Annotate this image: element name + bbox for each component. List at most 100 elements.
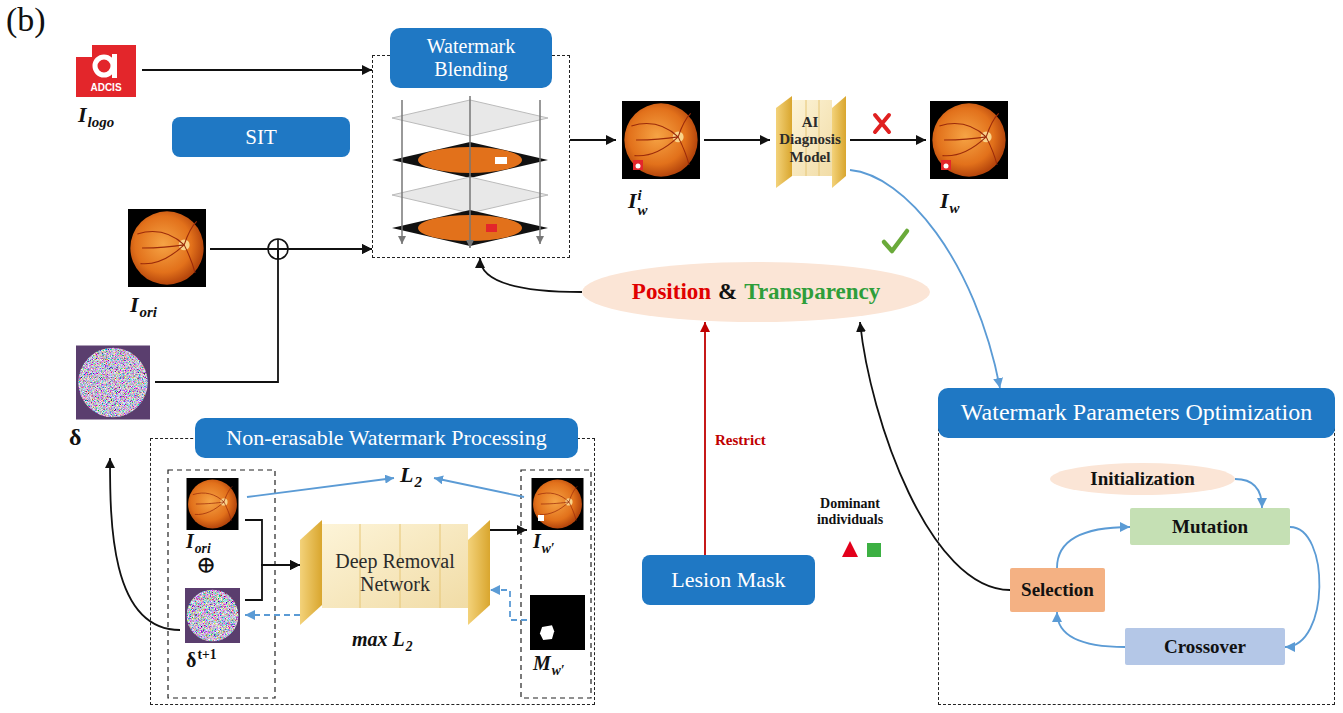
mask-picture xyxy=(530,595,585,650)
watermark-logo xyxy=(486,224,497,232)
image-symbol: Iori xyxy=(130,292,157,322)
superscript: i xyxy=(638,188,648,203)
output-image: Iw′ xyxy=(527,475,589,555)
connector xyxy=(155,249,372,382)
connector xyxy=(490,590,527,620)
connector xyxy=(850,139,926,141)
connector xyxy=(1235,479,1262,508)
panel-title: Watermark Blending xyxy=(398,35,544,81)
lesion-mask-box: Lesion Mask xyxy=(642,555,815,605)
connector xyxy=(110,458,180,630)
connector xyxy=(570,139,616,141)
blending-panel: Watermark Blending xyxy=(372,28,570,258)
noise-image: δ xyxy=(65,342,155,458)
network-plate xyxy=(322,524,468,608)
image-symbol: δ xyxy=(69,424,81,452)
image-symbol: Iiw xyxy=(628,188,648,218)
subscript: w xyxy=(638,203,648,218)
panel-header: Watermark Parameters Optimization xyxy=(938,388,1335,438)
ellipse-text: & xyxy=(718,279,737,305)
subscript: w xyxy=(950,200,960,216)
connector xyxy=(490,529,527,531)
panel-title: Non-erasable Watermark Processing xyxy=(226,425,546,450)
connector xyxy=(1285,527,1319,647)
math-symbol: I xyxy=(628,188,637,213)
loss-label: L2 xyxy=(400,462,422,492)
panel-title: Watermark Parameters Optimization xyxy=(961,399,1312,427)
ellipse-text: Position xyxy=(632,279,711,305)
subscript: 2 xyxy=(406,639,413,654)
image-symbol: Mw′ xyxy=(533,652,565,679)
connector xyxy=(480,258,582,292)
reject-cross xyxy=(875,115,889,132)
box-text: SIT xyxy=(245,125,277,150)
connector xyxy=(704,322,706,555)
connector xyxy=(245,520,300,565)
math-symbol: L xyxy=(400,462,413,487)
subscript: ori xyxy=(140,304,157,320)
subscript: w′ xyxy=(552,663,565,678)
connector xyxy=(245,614,300,616)
math-symbol: I xyxy=(130,292,139,317)
math-symbol: δ xyxy=(186,649,196,671)
output-column xyxy=(521,470,591,698)
math-symbol: ⊕ xyxy=(196,552,216,578)
connector xyxy=(1057,527,1130,568)
fundus-image: Iori xyxy=(180,475,245,555)
subscript: w′ xyxy=(542,541,555,556)
math-symbol: I xyxy=(533,530,541,552)
dominant-label: Dominant individuals xyxy=(808,496,892,528)
dominant-triangle xyxy=(842,541,858,557)
edge-label: Restrict xyxy=(713,432,768,449)
logo-ground xyxy=(76,45,136,97)
loss-objective: max L2 xyxy=(352,628,413,655)
watermark-logo xyxy=(941,160,951,170)
loss-arrow xyxy=(434,478,524,497)
blending-layers xyxy=(392,96,548,248)
fundus-picture xyxy=(128,209,206,287)
subscript: logo xyxy=(88,114,115,130)
script-stack: iw xyxy=(638,188,648,218)
fundus-picture xyxy=(930,101,1008,179)
connector xyxy=(1057,612,1125,647)
math-symbol: (b) xyxy=(6,1,46,38)
xor-symbol: ⊕ xyxy=(196,552,216,580)
fundus-picture xyxy=(622,101,700,179)
logo-letter-stem xyxy=(112,54,117,78)
optimization-panel: Watermark Parameters OptimizationInitial… xyxy=(938,388,1335,705)
watermark-patch xyxy=(495,157,507,164)
math-symbol: I xyxy=(186,530,194,552)
box-text: Lesion Mask xyxy=(671,567,785,593)
image-symbol: Ilogo xyxy=(78,102,114,132)
image-symbol: Iw xyxy=(940,188,960,218)
watermark-logo-mark xyxy=(636,164,641,169)
processing-panel: Non-erasable Watermark ProcessingIori δt+… xyxy=(150,418,595,705)
panel-header: Watermark Blending xyxy=(390,28,552,88)
connector xyxy=(142,69,372,71)
loss-arrow xyxy=(247,478,394,497)
connector xyxy=(860,322,1010,590)
math-symbol: I xyxy=(940,188,949,213)
removal-network: Deep Removal Network xyxy=(300,520,490,625)
diagnosis-model: AI Diagnosis Model xyxy=(770,92,850,188)
image-symbol: δt+1 xyxy=(186,647,216,672)
blend-arrow xyxy=(539,100,541,244)
connector xyxy=(245,565,300,600)
dominant-square xyxy=(867,543,881,557)
watermark-logo-mark xyxy=(944,164,949,169)
watermarked-image: Iw xyxy=(926,98,1010,230)
box-text: Mutation xyxy=(1172,516,1248,538)
watermark-logo xyxy=(633,160,643,170)
residual-patch xyxy=(538,515,544,521)
panel-letter: (b) xyxy=(6,0,46,39)
mutation-box: Mutation xyxy=(1130,508,1290,545)
init-ellipse: Initialization xyxy=(1050,463,1235,495)
mask-image: Mw′ xyxy=(527,592,589,682)
logo-letter-bowl xyxy=(95,57,113,75)
fundus-picture xyxy=(187,478,239,530)
math-symbol: max L xyxy=(352,628,405,650)
removal-network-art xyxy=(300,520,490,625)
noise-picture xyxy=(76,346,150,420)
